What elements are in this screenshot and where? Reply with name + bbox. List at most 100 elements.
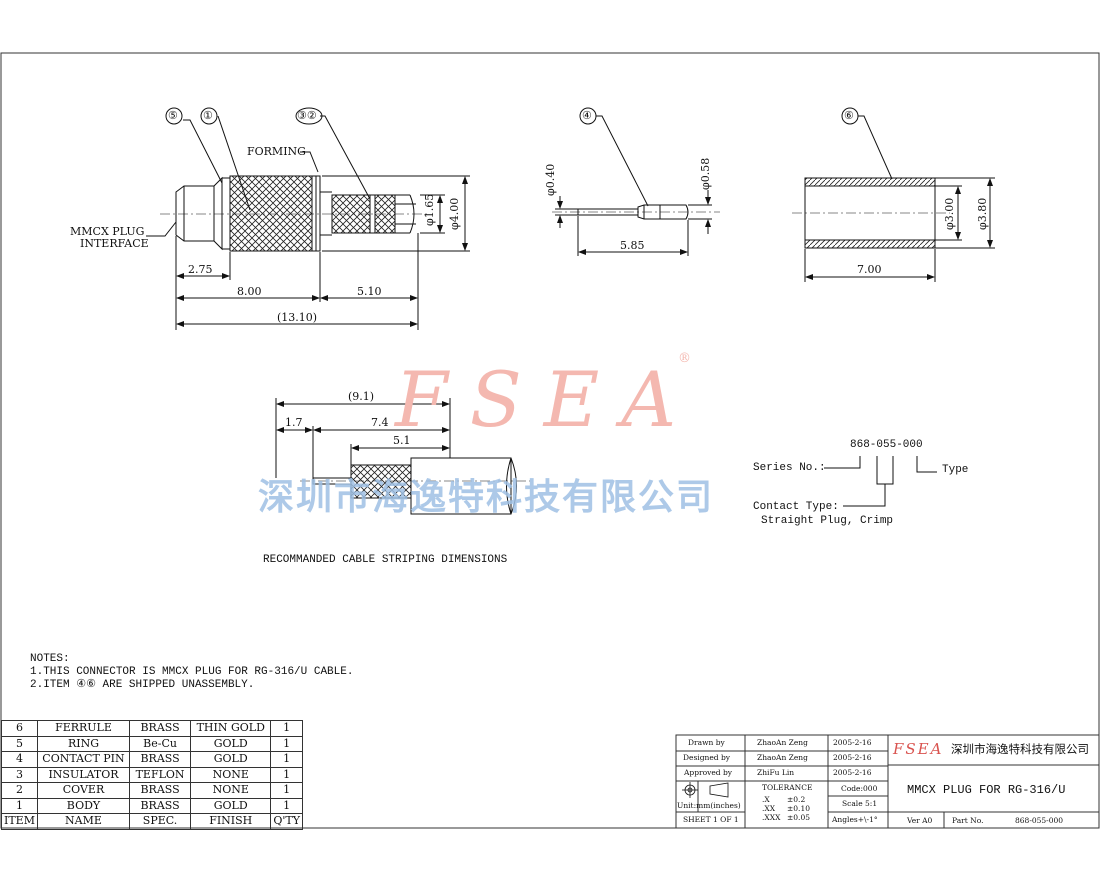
dim-dia-1-65: φ1.65 [423, 193, 436, 226]
bom-cell-finish: FINISH [190, 813, 272, 830]
bom-cell-finish: NONE [190, 782, 272, 799]
approved-name: ZhiFu Lin [757, 768, 795, 777]
bom-cell-name: RING [36, 735, 130, 752]
watermark-registered: ® [678, 351, 691, 366]
bom-cell-finish: GOLD [190, 751, 272, 768]
type-label: Type [942, 464, 969, 476]
bom-cell-item: 4 [1, 751, 38, 768]
bom-cell-finish: THIN GOLD [190, 720, 272, 737]
bom-cell-name: FERRULE [36, 720, 130, 737]
bom-cell-spec: BRASS [128, 782, 192, 799]
dim-13-10: (13.10) [277, 311, 318, 324]
drawing-title: MMCX PLUG FOR RG-316/U [907, 783, 1066, 797]
company-name: 深圳市海逸特科技有限公司 [951, 742, 1089, 756]
ferrule-view [792, 107, 995, 282]
dim-9-1: (9.1) [348, 390, 375, 403]
contact-pin-view [552, 107, 720, 256]
dim-dia-4-00: φ4.00 [448, 197, 461, 230]
dim-7-00: 7.00 [857, 263, 882, 276]
series-label: Series No.: [753, 462, 826, 474]
bom-cell-spec: BRASS [128, 797, 192, 814]
bom-cell-qty: 1 [270, 751, 303, 768]
contact-type-value: Straight Plug, Crimp [761, 515, 894, 527]
dim-dia-0-40: φ0.40 [544, 163, 557, 196]
title-block-lines [675, 734, 1100, 829]
bom-cell-finish: GOLD [190, 735, 272, 752]
tol-xx: .XX [762, 804, 776, 813]
angles-value: Angles+\-1° [832, 815, 878, 824]
bom-cell-qty: 1 [270, 797, 303, 814]
strip-caption: RECOMMANDED CABLE STRIPING DIMENSIONS [263, 554, 508, 566]
tol-xxx-val: ±0.05 [787, 813, 810, 822]
notes-line-2: 2.ITEM ④⑥ ARE SHIPPED UNASSEMBLY. [30, 679, 255, 691]
main-connector-view [146, 115, 470, 330]
dim-5-1: 5.1 [393, 434, 411, 447]
balloon-4: ④ [582, 109, 592, 122]
bom-cell-name: BODY [36, 797, 130, 814]
bom-cell-item: 2 [1, 782, 38, 799]
tol-x: .X [762, 795, 770, 804]
scale-value: Scale 5:1 [842, 799, 878, 808]
dim-dia-3-80: φ3.80 [976, 197, 989, 230]
notes-title: NOTES: [30, 653, 70, 665]
projection-symbol [682, 782, 729, 798]
interface-label-1: MMCX PLUG [70, 225, 145, 238]
bom-cell-name: INSULATOR [36, 766, 130, 783]
bom-cell-name: CONTACT PIN [36, 751, 130, 768]
bom-cell-qty: 1 [270, 782, 303, 799]
drawn-name: ZhaoAn Zeng [757, 738, 808, 747]
dim-8-00: 8.00 [237, 285, 262, 298]
bom-cell-item: 3 [1, 766, 38, 783]
bom-cell-qty: 1 [270, 735, 303, 752]
dim-7-4: 7.4 [371, 416, 389, 429]
body-knurl [229, 175, 313, 252]
drawn-label: Drawn by [688, 738, 725, 747]
units-label: Unit:mm(inches) [677, 801, 741, 810]
designed-date: 2005-2-16 [833, 753, 872, 762]
part-number-brackets [824, 456, 937, 507]
approved-label: Approved by [684, 768, 733, 777]
bom-cell-item: 6 [1, 720, 38, 737]
bom-cell-spec: BRASS [128, 720, 192, 737]
dim-5-85: 5.85 [620, 239, 645, 252]
part-number-code: 868-055-000 [850, 439, 923, 451]
bom-cell-item: ITEM [1, 813, 38, 830]
dim-5-10: 5.10 [357, 285, 382, 298]
code-value: Code:000 [841, 784, 878, 793]
tolerance-label: TOLERANCE [762, 783, 813, 792]
cable-strip-view [275, 398, 530, 515]
bom-cell-item: 1 [1, 797, 38, 814]
bom-cell-name: COVER [36, 782, 130, 799]
approved-date: 2005-2-16 [833, 768, 872, 777]
bom-cell-finish: GOLD [190, 797, 272, 814]
designed-name: ZhaoAn Zeng [757, 753, 808, 762]
dim-1-7: 1.7 [285, 416, 303, 429]
watermark-logo: FSEA [395, 355, 699, 444]
sheet-label: SHEET 1 OF 1 [683, 815, 739, 824]
company-logo: FSEA [893, 740, 944, 758]
bom-cell-qty: 1 [270, 766, 303, 783]
bom-cell-spec: SPEC. [128, 813, 192, 830]
dim-dia-0-58: φ0.58 [699, 157, 712, 190]
bom-cell-item: 5 [1, 735, 38, 752]
balloon-6: ⑥ [844, 109, 854, 122]
dim-dia-3-00: φ3.00 [943, 197, 956, 230]
notes-line-1: 1.THIS CONNECTOR IS MMCX PLUG FOR RG-316… [30, 666, 354, 678]
bom-cell-spec: Be-Cu [128, 735, 192, 752]
dim-2-75: 2.75 [188, 263, 213, 276]
sheet-border [0, 52, 1100, 829]
tol-x-val: ±0.2 [787, 795, 806, 804]
forming-label: FORMING- [247, 145, 310, 158]
balloon-1: ① [203, 109, 213, 122]
bom-cell-qty: Q'TY [270, 813, 303, 830]
version: Ver A0 [907, 816, 933, 825]
interface-label-2: INTERFACE [80, 237, 149, 250]
bom-cell-qty: 1 [270, 720, 303, 737]
